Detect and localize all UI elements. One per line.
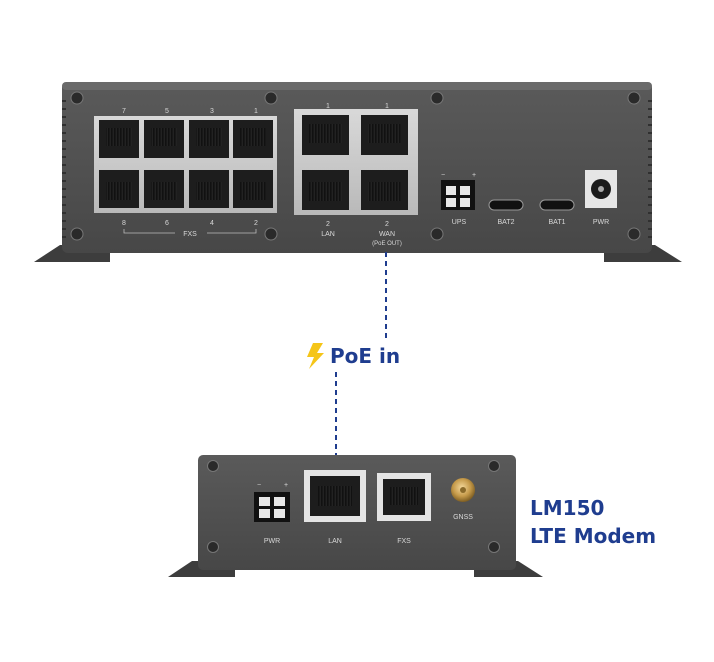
lan-number-1: 1	[326, 103, 330, 110]
fxs-number-5: 5	[165, 108, 169, 115]
modem-pwr-label: PWR	[264, 538, 280, 545]
fxs-bracket	[123, 229, 257, 234]
wan-label: WAN	[379, 231, 395, 238]
router-device: 7 5 3 1 8 6 4 2 FXS 1 1 2 2 LAN WAN (PoE…	[34, 82, 682, 262]
wan-poe-out-label: (PoE OUT)	[372, 241, 402, 247]
modem-lan-label: LAN	[328, 538, 342, 545]
modem-fxs-label: FXS	[397, 538, 411, 545]
fxs-number-1: 1	[254, 108, 258, 115]
screw-icon	[207, 460, 500, 553]
modem-device: − + PWR LAN FXS GNSS	[168, 455, 543, 577]
modem-type-label: LTE Modem	[530, 524, 656, 548]
bat1-port	[539, 199, 575, 211]
lan-wan-ports	[302, 115, 408, 210]
ups-minus-sign: −	[441, 172, 445, 179]
fxs-number-4: 4	[210, 220, 214, 227]
bat2-port	[488, 199, 524, 211]
lan-label: LAN	[321, 231, 335, 238]
fxs-number-2: 2	[254, 220, 258, 227]
bat1-label: BAT1	[549, 219, 566, 226]
fxs-number-8: 8	[122, 220, 126, 227]
bat2-label: BAT2	[498, 219, 515, 226]
modem-fxs-port	[377, 473, 431, 521]
fxs-group-label: FXS	[183, 231, 197, 238]
modem-pwr-connector	[254, 492, 290, 522]
wan-number-2: 2	[385, 221, 389, 228]
poe-in-label: PoE in	[330, 344, 400, 368]
modem-lan-port	[304, 470, 366, 522]
lan-number-2: 2	[326, 221, 330, 228]
fxs-number-3: 3	[210, 108, 214, 115]
fxs-ports	[99, 120, 273, 208]
screw-icon	[70, 91, 641, 241]
gnss-label: GNSS	[453, 514, 473, 521]
modem-pwr-plus: +	[284, 482, 288, 489]
pwr-barrel-jack	[585, 170, 617, 208]
ups-connector	[441, 180, 475, 210]
modem-model-label: LM150	[530, 496, 604, 520]
ups-plus-sign: +	[472, 172, 476, 179]
fxs-number-6: 6	[165, 220, 169, 227]
ups-label: UPS	[452, 219, 467, 226]
fxs-number-7: 7	[122, 108, 126, 115]
wan-number-1: 1	[385, 103, 389, 110]
pwr-label-top: PWR	[593, 219, 609, 226]
lightning-bolt-icon	[307, 343, 324, 369]
modem-pwr-minus: −	[257, 482, 261, 489]
